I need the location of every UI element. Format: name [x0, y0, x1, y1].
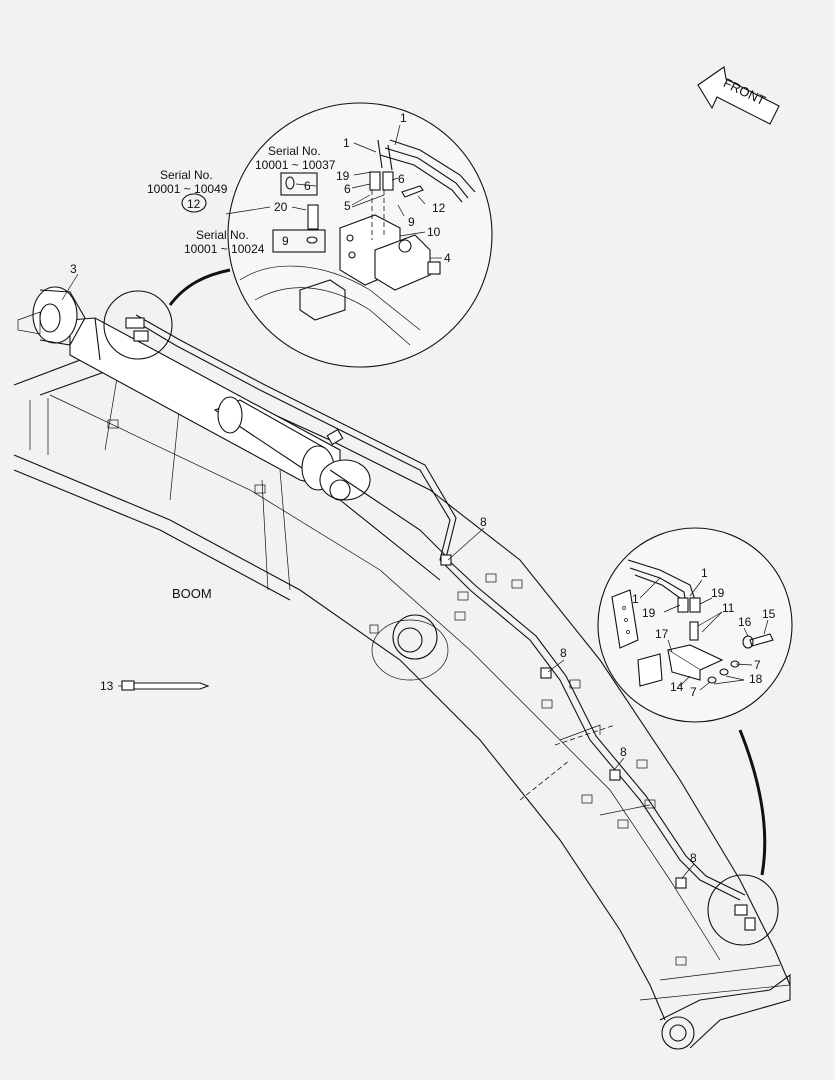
callout-right-19b: 19 [642, 606, 656, 620]
callout-boom-8b: 8 [560, 646, 567, 660]
detail-marker-upper [103, 290, 173, 360]
serial-note-2-line1: Serial No. [160, 168, 213, 182]
circled-reference-number: 12 [187, 197, 201, 211]
right-detail-view [597, 527, 793, 723]
callout-top-20: 20 [274, 200, 288, 214]
callout-right-7a: 7 [754, 658, 761, 672]
callout-top-4: 4 [444, 251, 451, 265]
serial-note-2-line2: 10001 ~ 10049 [147, 182, 228, 196]
callout-top-5: 5 [344, 199, 351, 213]
callout-top-6c: 6 [398, 172, 405, 186]
callout-top-12: 12 [432, 201, 446, 215]
serial-note-1-line2: 10001 ~ 10037 [255, 158, 336, 172]
callout-top-9b: 9 [282, 234, 289, 248]
callout-top-6b: 6 [344, 182, 351, 196]
callout-right-15: 15 [762, 607, 776, 621]
serial-note-3-line2: 10001 ~ 10024 [184, 242, 265, 256]
callout-boom-8a: 8 [480, 515, 487, 529]
callout-top-1b: 1 [343, 136, 350, 150]
callout-top-9a: 9 [408, 215, 415, 229]
circled-reference: 12 [181, 193, 207, 213]
detail-marker-lower-contents [734, 904, 756, 931]
callout-boom-8c: 8 [620, 745, 627, 759]
callout-top-10: 10 [427, 225, 441, 239]
detail-marker-upper-contents [125, 317, 149, 342]
callout-right-11: 11 [722, 601, 735, 615]
boom-label: BOOM [172, 586, 212, 601]
callout-boom-13: 13 [100, 679, 114, 693]
hose-routing [129, 314, 746, 901]
callout-top-19: 19 [336, 169, 350, 183]
callout-right-1a: 1 [701, 566, 708, 580]
callout-top-1a: 1 [400, 111, 407, 125]
callout-top-6a: 6 [304, 179, 311, 193]
leader-lines [61, 124, 769, 879]
detail-marker-lower [707, 874, 779, 946]
front-arrow: FRONT [697, 66, 780, 125]
callout-right-14: 14 [670, 680, 684, 694]
serial-note-1-line1: Serial No. [268, 144, 321, 158]
callout-boom-3: 3 [70, 262, 77, 276]
top-detail-view [227, 102, 493, 368]
callout-right-18: 18 [749, 672, 763, 686]
cable-tie [121, 680, 210, 691]
hydraulic-cylinder [17, 286, 451, 581]
callout-right-17: 17 [655, 627, 669, 641]
callout-right-1b: 1 [632, 592, 639, 606]
callout-right-7b: 7 [690, 685, 697, 699]
callout-right-16: 16 [738, 615, 752, 629]
serial-note-3-line1: Serial No. [196, 228, 249, 242]
callout-right-19a: 19 [711, 586, 725, 600]
callout-boom-8d: 8 [690, 851, 697, 865]
